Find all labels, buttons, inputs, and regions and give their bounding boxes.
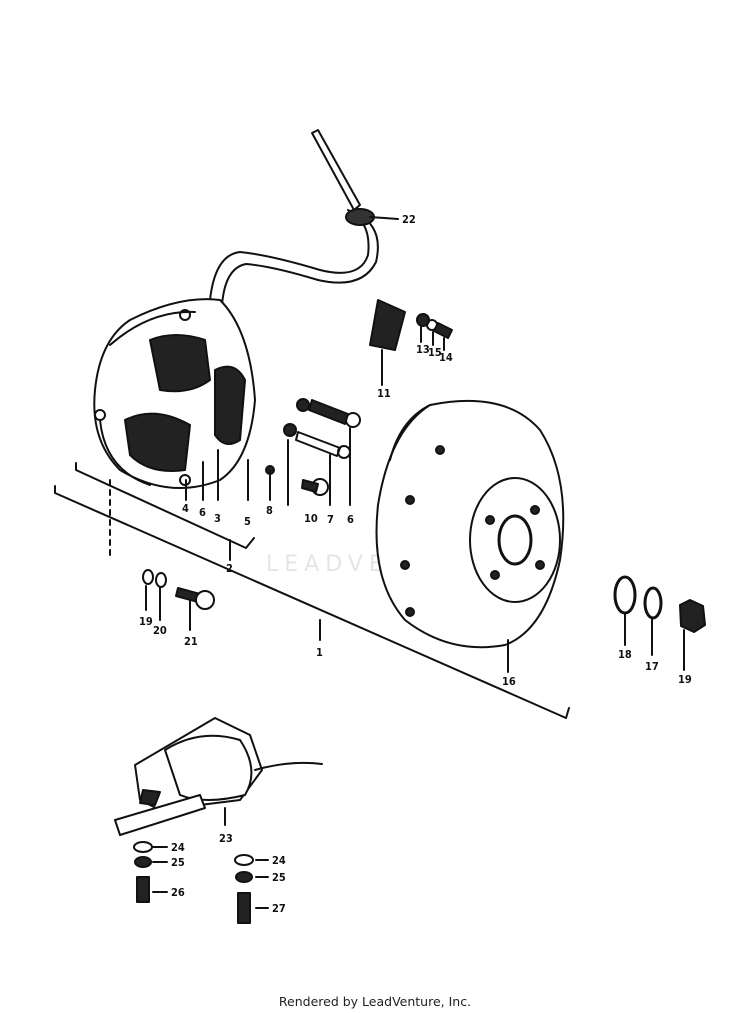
small-washers-13-15 <box>416 313 453 351</box>
callout-25a: 25 <box>171 856 185 869</box>
footer-credit: Rendered by LeadVenture, Inc. <box>278 994 472 1009</box>
callout-10: 10 <box>304 512 318 525</box>
callout-14: 14 <box>439 351 453 364</box>
stator-washers-bolt <box>142 569 215 631</box>
callout-24b: 24 <box>272 854 286 867</box>
stator-screws <box>265 398 361 506</box>
callout-labels: 22 11 13 15 14 4 6 3 5 8 10 7 6 2 1 19 2… <box>139 213 692 915</box>
contact-breaker <box>369 299 406 386</box>
callout-21: 21 <box>184 635 198 648</box>
coil-fasteners-right <box>234 854 269 924</box>
coil-fasteners-left <box>133 841 168 903</box>
callout-2: 2 <box>226 562 233 575</box>
callout-27: 27 <box>272 902 286 915</box>
ignition-coil <box>114 717 323 836</box>
stator-lead-wire <box>209 129 379 306</box>
callout-4b: 5 <box>244 515 251 528</box>
callout-20: 20 <box>153 624 167 637</box>
callout-16: 16 <box>502 675 516 688</box>
callout-1: 1 <box>316 646 323 659</box>
stator-assembly <box>93 298 256 501</box>
assembly-brackets <box>54 462 570 719</box>
callout-22: 22 <box>402 213 416 226</box>
callout-25b: 25 <box>272 871 286 884</box>
callout-19: 19 <box>139 615 153 628</box>
callout-19b: 19 <box>678 673 692 686</box>
callout-13: 13 <box>416 343 430 356</box>
callout-3: 3 <box>214 512 221 525</box>
callout-4: 4 <box>182 502 189 515</box>
callout-18a: 18 <box>618 648 632 661</box>
callout-23: 23 <box>219 832 233 845</box>
flywheel-washers-nut <box>613 575 706 671</box>
callout-15: 15 <box>428 346 442 359</box>
callout-8: 8 <box>266 504 273 517</box>
callout-11: 11 <box>377 387 391 400</box>
callout-8b: 6 <box>347 513 354 526</box>
callout-26: 26 <box>171 886 185 899</box>
callout-6: 6 <box>199 506 206 519</box>
callout-17: 17 <box>645 660 659 673</box>
flywheel-rotor <box>375 399 565 673</box>
callout-7: 7 <box>327 513 334 526</box>
callout-24a: 24 <box>171 841 185 854</box>
